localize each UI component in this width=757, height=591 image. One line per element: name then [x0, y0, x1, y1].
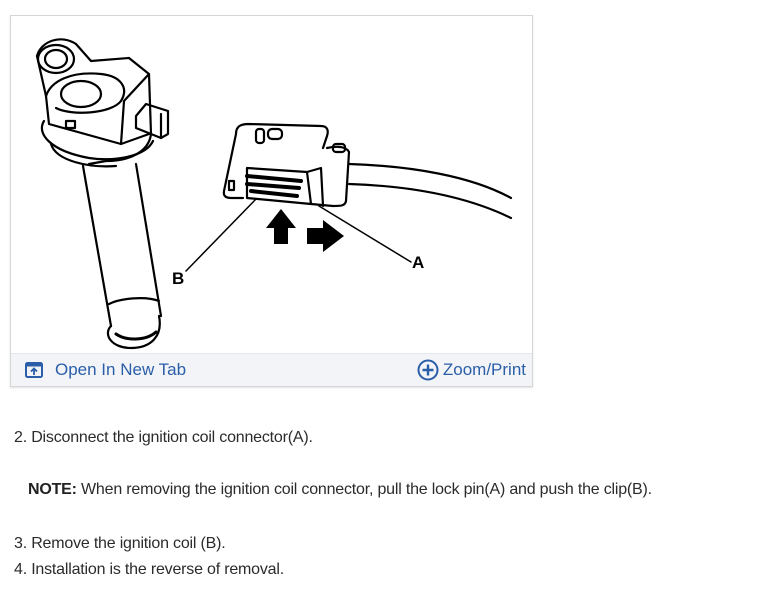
- connector-drawing: [222, 122, 513, 220]
- step-4: 4. Installation is the reverse of remova…: [14, 561, 284, 578]
- open-new-tab-label: Open In New Tab: [55, 360, 187, 379]
- ignition-coil-drawing: [35, 38, 170, 350]
- callout-b: B: [172, 269, 185, 288]
- ignition-coil-diagram: [35, 38, 513, 350]
- zoom-print-label: Zoom/Print: [442, 360, 526, 379]
- plus-circle-icon: [417, 359, 439, 381]
- figure-toolbar: Open In New Tab Zoom/Print: [11, 353, 532, 386]
- figure-panel: A B Open In New Tab Zoom/Print: [10, 15, 533, 387]
- open-new-tab-button[interactable]: Open In New Tab: [25, 354, 186, 386]
- zoom-print-button[interactable]: Zoom/Print: [417, 354, 526, 386]
- note-text: When removing the ignition coil connecto…: [76, 481, 652, 498]
- note: NOTE: When removing the ignition coil co…: [28, 481, 652, 499]
- callout-a: A: [412, 253, 425, 272]
- step-2: 2. Disconnect the ignition coil connecto…: [14, 429, 313, 446]
- note-label: NOTE:: [28, 481, 77, 498]
- open-new-tab-icon: [25, 362, 43, 378]
- step-3: 3. Remove the ignition coil (B).: [14, 535, 226, 552]
- up-arrow-icon: [266, 209, 296, 244]
- right-arrow-icon: [307, 220, 344, 252]
